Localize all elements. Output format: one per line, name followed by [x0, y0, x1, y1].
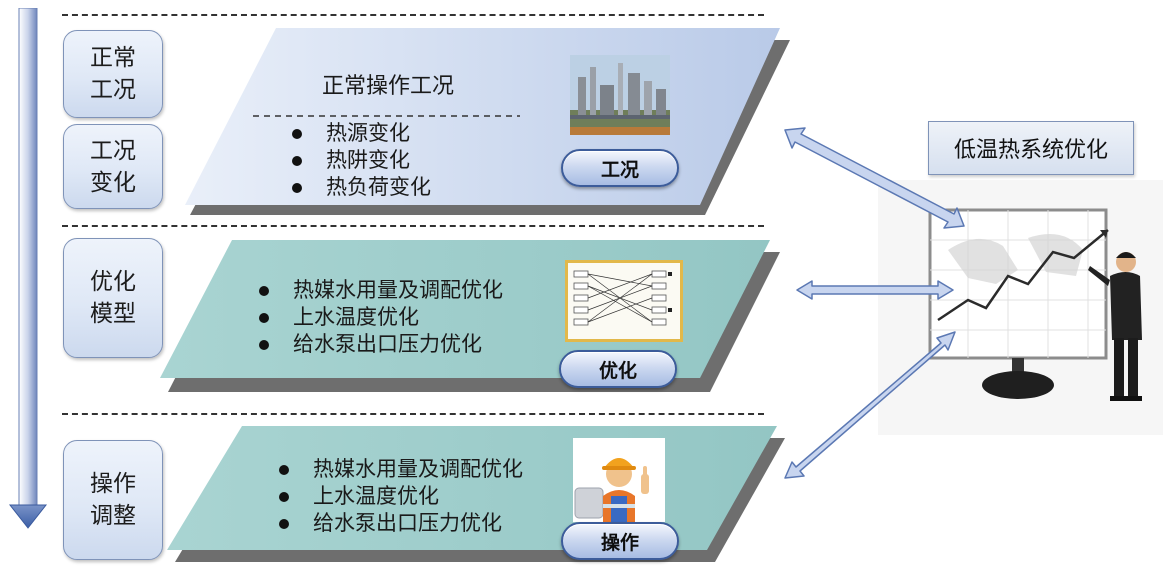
list-item: 热阱变化 [288, 147, 431, 174]
link-arrow-bottom [784, 331, 956, 479]
operate-button[interactable]: 操作 [561, 522, 679, 560]
panel-1-bullets: 热源变化 热阱变化 热负荷变化 [288, 120, 431, 201]
refinery-plant-photo [570, 55, 670, 135]
list-item: 上水温度优化 [255, 304, 503, 331]
panel-2-bullets: 热媒水用量及调配优化 上水温度优化 给水泵出口压力优化 [255, 277, 503, 358]
panel-1-title: 正常操作工况 [322, 74, 455, 99]
worker-thumbs-up [573, 438, 665, 522]
list-item: 给水泵出口压力优化 [275, 510, 523, 537]
optimization-network-diagram [565, 260, 683, 342]
separator-mid-2 [62, 413, 764, 415]
list-item: 给水泵出口压力优化 [255, 331, 503, 358]
list-item: 热负荷变化 [288, 174, 431, 201]
separator-top [62, 14, 764, 16]
stage-operation-adjust: 操作 调整 [63, 440, 163, 560]
presenter-with-chart-board [878, 180, 1163, 435]
list-item: 热媒水用量及调配优化 [275, 456, 523, 483]
link-arrow-top [784, 127, 965, 229]
list-item: 上水温度优化 [275, 483, 523, 510]
list-item: 热源变化 [288, 120, 431, 147]
link-arrow-middle [796, 280, 954, 300]
panel-3-bullets: 热媒水用量及调配优化 上水温度优化 给水泵出口压力优化 [275, 456, 523, 537]
right-title-box: 低温热系统优化 [928, 121, 1134, 175]
separator-mid-1 [62, 225, 764, 227]
stage-normal-condition: 正常 工况 [63, 30, 163, 118]
stage-optimization-model: 优化 模型 [63, 238, 163, 358]
stage-condition-change: 工况 变化 [63, 124, 163, 209]
vertical-flow-arrow [8, 8, 48, 529]
list-item: 热媒水用量及调配优化 [255, 277, 503, 304]
condition-button[interactable]: 工况 [561, 149, 679, 187]
optimize-button[interactable]: 优化 [559, 350, 677, 388]
